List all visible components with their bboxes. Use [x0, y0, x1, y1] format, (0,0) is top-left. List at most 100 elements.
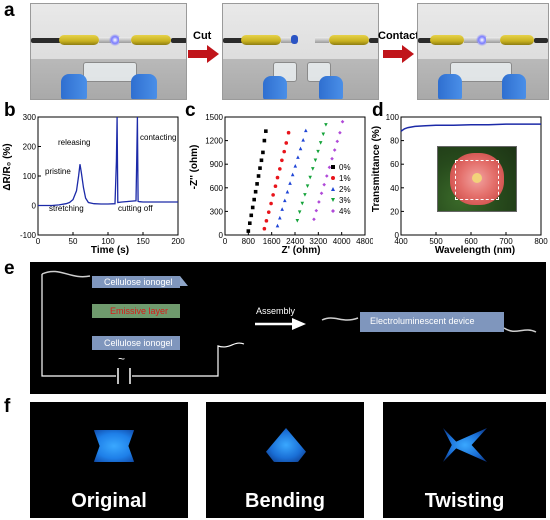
c-point: [262, 138, 267, 143]
c-point: [303, 193, 307, 197]
d-ytick-label: 60: [390, 160, 399, 169]
c-point: [284, 141, 289, 145]
b-ytick-label: 200: [23, 143, 37, 152]
c-point: [310, 167, 315, 171]
c-point: [321, 132, 326, 137]
layer-bottom-label: Cellulose ionogel: [104, 338, 173, 348]
c-point: [255, 182, 259, 186]
c-ylabel: -Z'' (ohm): [189, 145, 200, 190]
b-xtick-label: 200: [171, 237, 185, 246]
c-xtick-label: 3200: [309, 237, 327, 246]
c-point: [275, 175, 280, 180]
c-legend-label: 1%: [339, 174, 351, 183]
flower-inset-photo: [437, 146, 517, 212]
c-point: [327, 165, 332, 170]
c-xtick-label: 800: [242, 237, 256, 246]
d-ytick-label: 100: [386, 113, 400, 122]
c-point: [266, 210, 271, 214]
b-ytick-label: 100: [23, 172, 37, 181]
b-ytick-label: -100: [20, 231, 37, 240]
ac-source-symbol: ~: [118, 352, 126, 366]
c-point: [253, 189, 258, 194]
device-schematic: Cellulose ionogel Emissive layer Cellulo…: [30, 262, 546, 394]
c-point: [269, 201, 273, 206]
c-ytick-label: 600: [210, 184, 224, 193]
b-annot-pristine: pristine: [45, 167, 71, 176]
c-xtick-label: 4800: [356, 237, 373, 246]
b-annot-stretching: stretching: [49, 204, 84, 213]
layer-top-label: Cellulose ionogel: [104, 277, 173, 287]
d-xtick-label: 800: [534, 237, 548, 246]
d-ylabel: Transmittance (%): [371, 126, 382, 212]
c-point: [259, 158, 264, 163]
c-xtick-label: 0: [223, 237, 228, 246]
c-legend-marker: [331, 187, 335, 191]
b-xlabel: Time (s): [91, 245, 129, 256]
d-xlabel: Wavelength (nm): [435, 245, 515, 256]
d-xtick-label: 600: [464, 237, 478, 246]
c-point: [278, 215, 282, 220]
photo-intact-circuit: [30, 3, 187, 100]
d-xtick-label: 400: [394, 237, 408, 246]
b-xtick-label: 0: [36, 237, 41, 246]
c-xtick-label: 1600: [263, 237, 281, 246]
c-point: [252, 197, 256, 202]
ionogel-strip: [83, 62, 137, 82]
c-point: [278, 167, 282, 171]
emission-twisting: Twisting: [383, 402, 546, 518]
contact-label: Contact: [378, 30, 419, 42]
c-point: [280, 207, 284, 211]
emission-bending: Bending: [206, 402, 364, 518]
c-point: [300, 201, 305, 206]
c-legend-marker: [331, 176, 335, 180]
c-point: [293, 163, 298, 168]
c-point: [316, 149, 320, 154]
c-ytick-label: 300: [210, 207, 224, 216]
c-xlabel: Z' (ohm): [281, 245, 320, 256]
c-point: [313, 158, 318, 163]
c-point: [256, 174, 261, 178]
panel-label-f: f: [4, 396, 11, 417]
cut-label: Cut: [193, 30, 212, 42]
c-point: [275, 223, 280, 228]
c-point: [312, 217, 316, 222]
c-point: [290, 172, 295, 177]
c-point: [262, 226, 267, 231]
c-point: [324, 123, 328, 127]
led-glow: [109, 34, 121, 46]
c-point: [271, 193, 275, 197]
panel-label-b: b: [4, 100, 16, 121]
layer-mid-label: Emissive layer: [110, 306, 169, 316]
c-point: [264, 219, 269, 223]
b-annot-contacting: contacting: [140, 133, 176, 142]
b-xtick-label: 150: [136, 237, 150, 246]
panel-label-c: c: [185, 100, 196, 121]
c-point: [319, 191, 324, 196]
c-legend-marker: [331, 209, 335, 213]
b-xtick-label: 100: [101, 237, 115, 246]
c-point: [258, 166, 262, 170]
c-point: [288, 181, 292, 185]
d-xtick-label: 700: [499, 237, 513, 246]
c-point: [314, 208, 319, 213]
c-legend-label: 3%: [339, 196, 351, 205]
c-point: [264, 129, 268, 133]
c-point: [305, 184, 310, 189]
c-point: [273, 184, 278, 189]
c-point: [280, 158, 284, 163]
c-point: [324, 174, 329, 178]
b-xtick-label: 50: [69, 237, 78, 246]
c-point: [298, 146, 303, 151]
c-point: [338, 130, 342, 135]
c-ytick-label: 1500: [205, 113, 223, 122]
c-point: [282, 149, 287, 154]
c-legend-marker: [331, 165, 335, 169]
led-glow-restored: [476, 34, 488, 46]
c-point: [249, 213, 254, 218]
c-point: [317, 200, 321, 204]
c-ytick-label: 900: [210, 160, 224, 169]
b-annot-releasing: releasing: [58, 138, 90, 147]
c-point: [308, 175, 312, 180]
d-transmittance-line: [400, 123, 541, 132]
c-point: [303, 128, 308, 133]
